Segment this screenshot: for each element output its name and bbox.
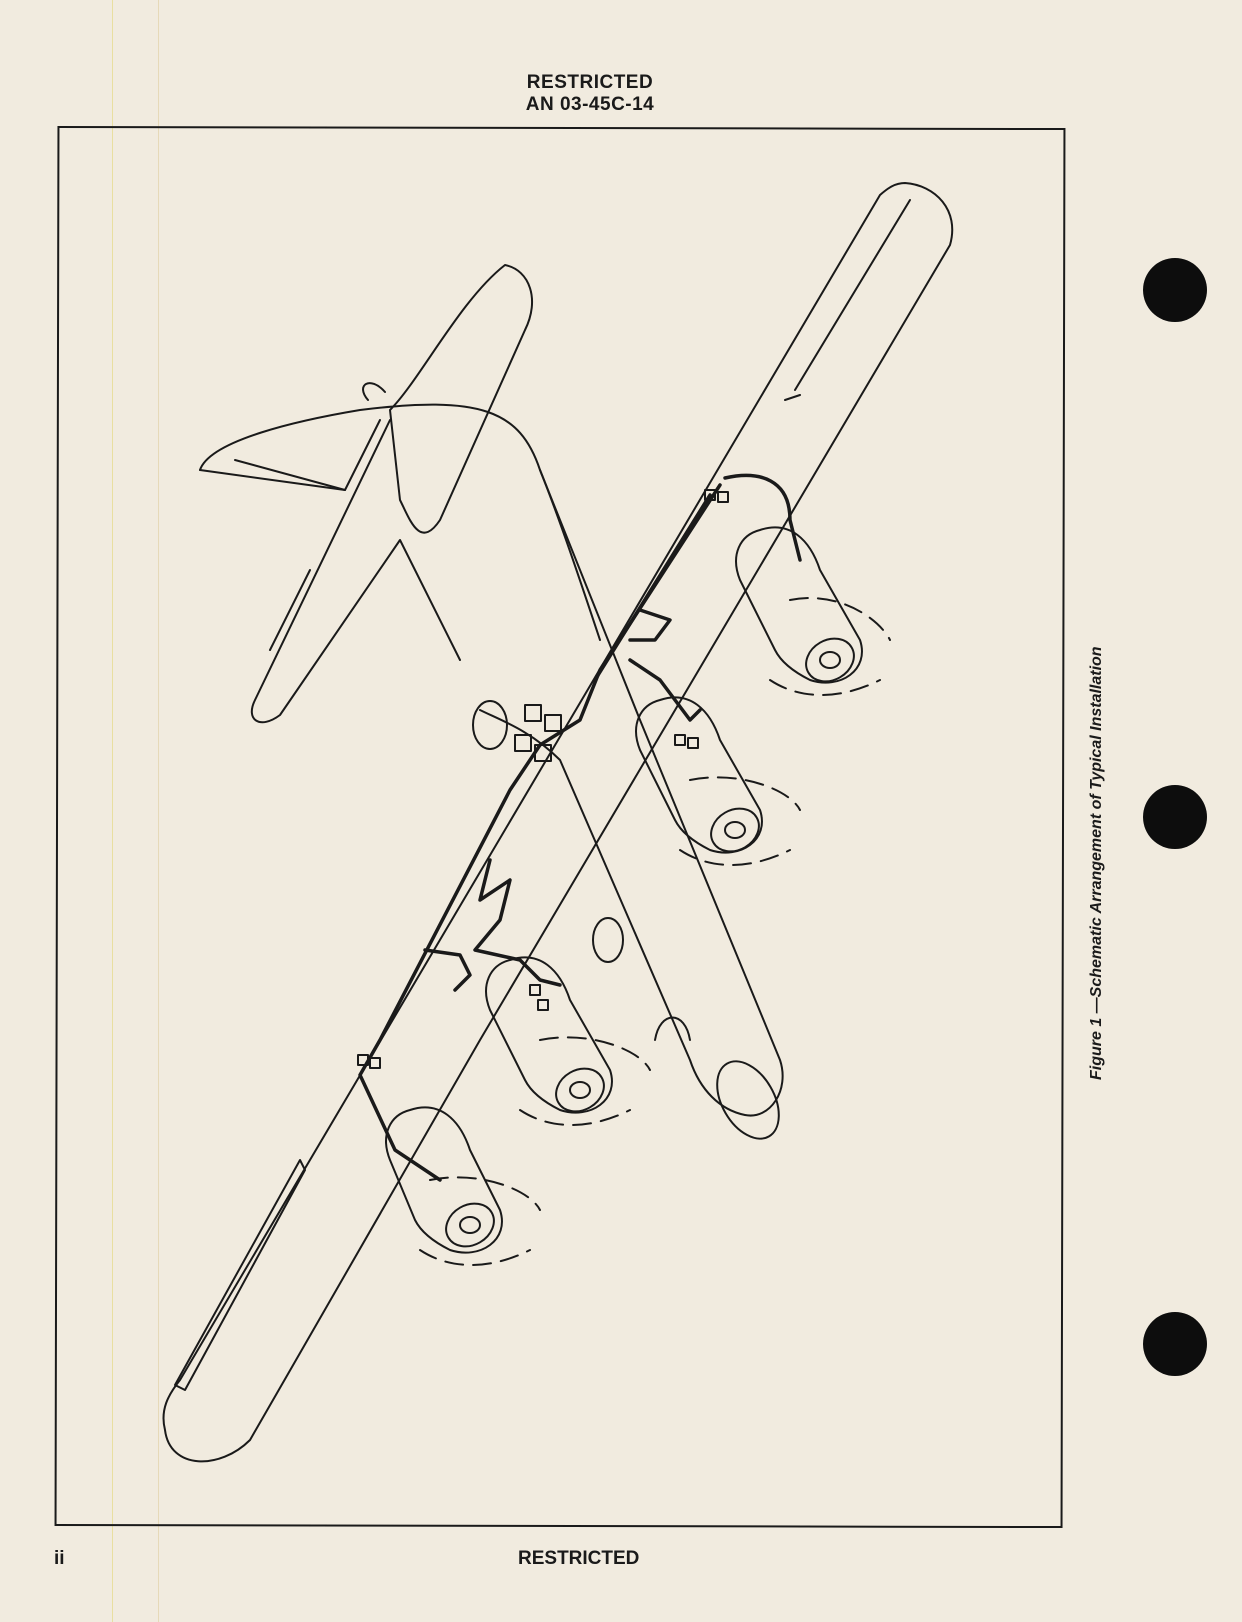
margin-rule [112,0,113,1622]
binder-hole [1143,258,1207,322]
aircraft-schematic [162,182,954,1463]
valve-assemblies [357,489,729,1069]
document-number: AN 03-45C-14 [525,94,655,115]
engine-nacelle [485,956,651,1126]
fuselage [199,403,784,1117]
header-classification: RESTRICTED [526,72,654,93]
binder-hole [1143,785,1207,849]
piping-runs [358,473,802,1182]
binder-hole [1143,1312,1207,1376]
engine-nacelle [735,526,891,696]
engine-nacelle [385,1106,541,1266]
margin-rule [158,0,159,1622]
engine-nacelle [635,696,801,866]
page-number: ii [54,1548,65,1569]
wing-outline [162,182,954,1463]
figure-caption: Figure 1 —Schematic Arrangement of Typic… [1088,646,1105,1080]
tail-stabilizer [389,264,534,534]
footer-classification: RESTRICTED [518,1548,640,1569]
